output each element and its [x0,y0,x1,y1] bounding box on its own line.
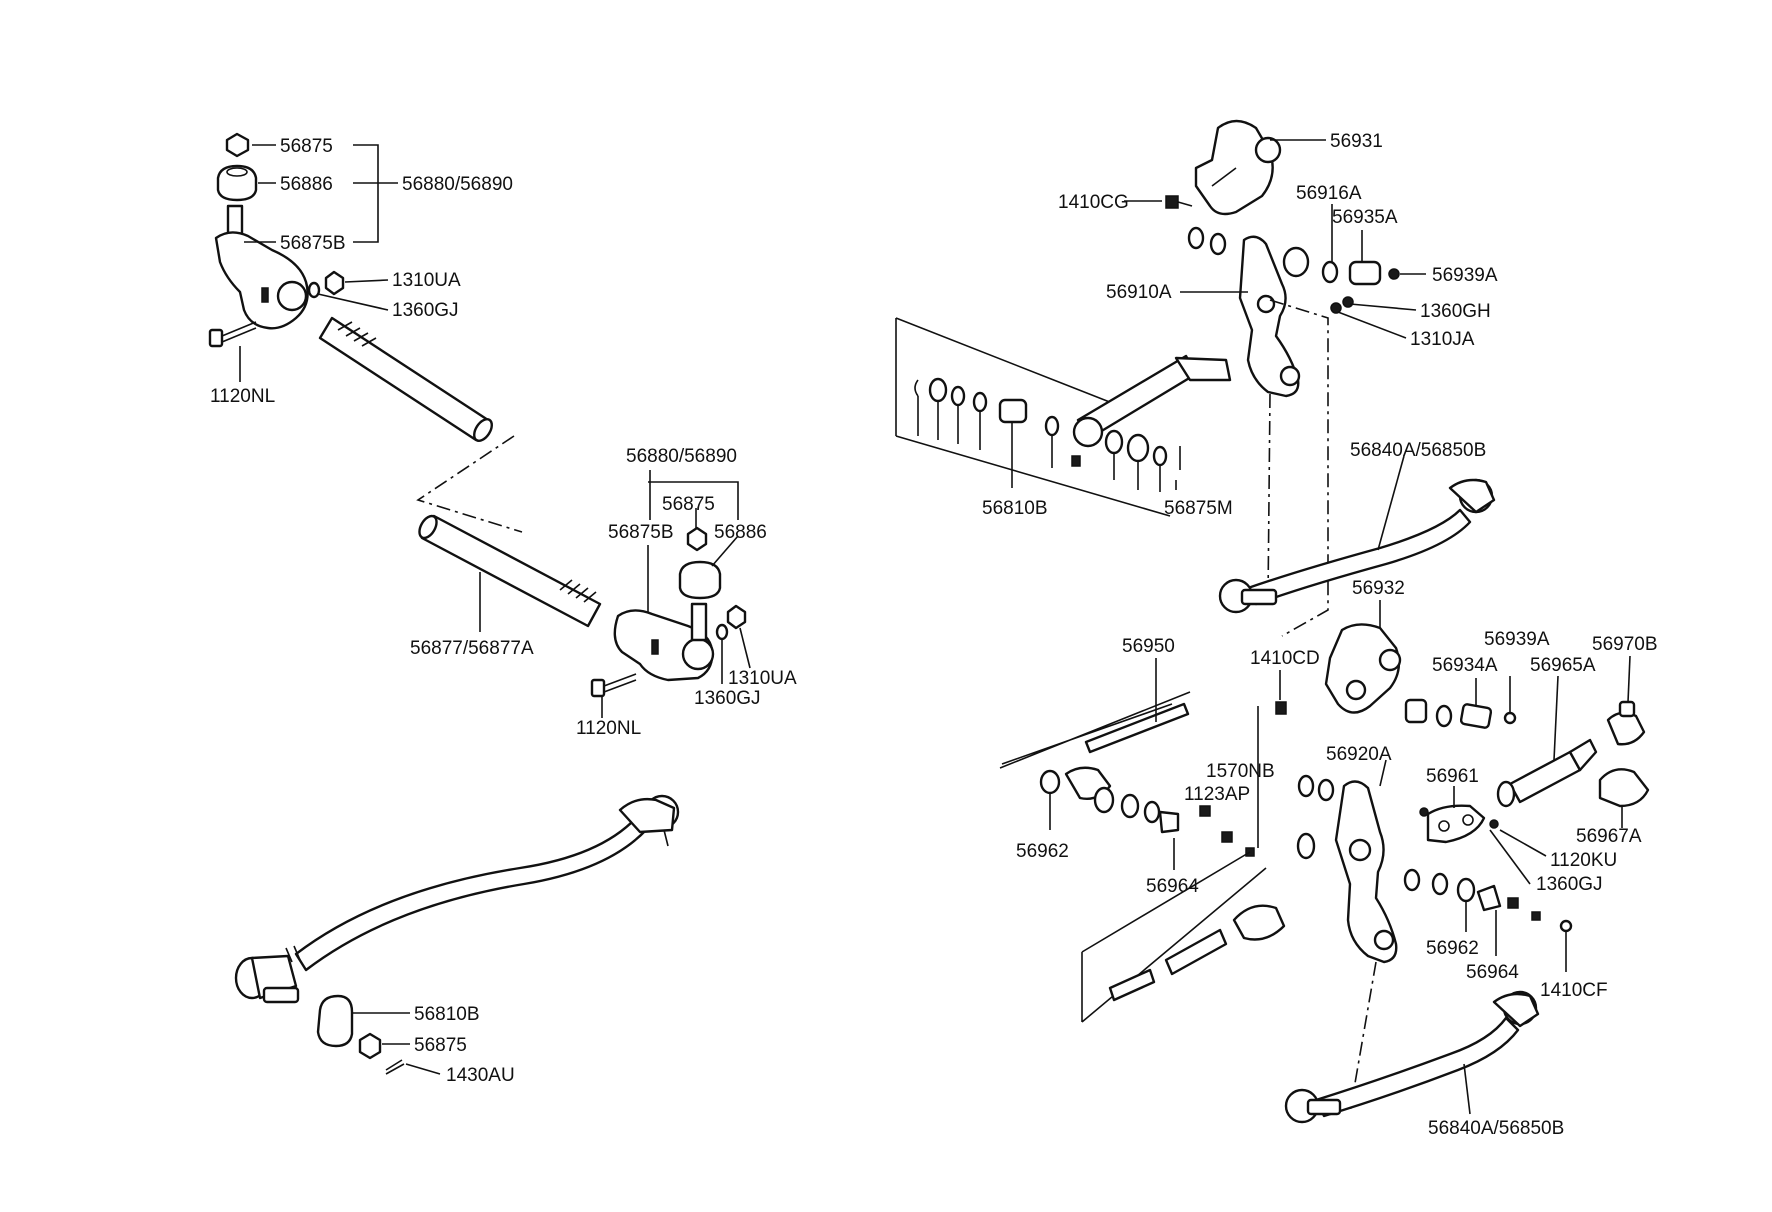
label-56910a: 56910A [1106,282,1172,303]
label-56810b-right: 56810B [982,498,1048,519]
label-1360gj-right: 1360GJ [1536,874,1603,895]
label-1430au: 1430AU [446,1065,515,1086]
label-1310ja: 1310JA [1410,329,1475,350]
label-1120nl-mid: 1120NL [576,718,641,739]
label-56970b: 56970B [1592,634,1658,655]
label-56935a: 56935A [1332,207,1398,228]
label-56875-top: 56875 [280,136,333,157]
label-56875-mid: 56875 [662,494,715,515]
label-56875b-top: 56875B [280,233,346,254]
label-1360gh: 1360GH [1420,301,1491,322]
label-56875b-mid: 56875B [608,522,674,543]
label-56961: 56961 [1426,766,1479,787]
label-1310ua-top: 1310UA [392,270,461,291]
label-1120ku: 1120KU [1550,850,1617,871]
label-56962-right: 56962 [1426,938,1479,959]
label-1410cd: 1410CD [1250,648,1320,669]
top-right-idler-arm-assembly: 56931 1410CG 56916A 56935A 56939A 56910A… [895,119,1498,637]
label-56840a-56850b-top: 56840A/56850B [1350,440,1486,461]
label-56950: 56950 [1122,636,1175,657]
label-56875m: 56875M [1164,498,1233,519]
label-1410cg: 1410CG [1058,192,1129,213]
label-1360gj-top: 1360GJ [392,300,459,321]
label-56934a: 56934A [1432,655,1498,676]
label-1123ap: 1123AP [1184,784,1250,805]
label-56875-bottom: 56875 [414,1035,467,1056]
label-1410cf: 1410CF [1540,980,1608,1001]
label-1570nb: 1570NB [1206,761,1275,782]
label-56920a: 56920A [1326,744,1392,765]
label-56964-left: 56964 [1146,876,1199,897]
label-1360gj-mid: 1360GJ [694,688,761,709]
label-56964-right: 56964 [1466,962,1519,983]
label-56939a-top: 56939A [1432,265,1498,286]
label-56962-left: 56962 [1016,841,1069,862]
label-56840a-56850b-bottom: 56840A/56850B [1428,1118,1564,1139]
label-56931: 56931 [1330,131,1383,152]
bottom-right-idler-assembly: 56932 56950 1410CD 56939A 56970B 56934A … [999,578,1658,1139]
label-1310ua-mid: 1310UA [728,668,797,689]
label-56877-56877a: 56877/56877A [410,638,534,659]
label-56880-56890-mid: 56880/56890 [626,446,737,467]
label-56886-top: 56886 [280,174,333,195]
label-56916a: 56916A [1296,183,1362,204]
top-left-tie-rod-end-assembly: 56875 56886 56880/56890 56875B 1310UA 13… [208,132,523,533]
label-56880-56890-top: 56880/56890 [402,174,513,195]
label-56886-mid: 56886 [714,522,767,543]
label-56967a: 56967A [1576,826,1642,847]
label-1120nl-top: 1120NL [210,386,275,407]
bottom-left-drag-link: 56810B 56875 1430AU [234,794,680,1086]
label-56965a: 56965A [1530,655,1596,676]
label-56932: 56932 [1352,578,1405,599]
middle-tie-rod-assembly: 56880/56890 56875 56875B 56886 56877/568… [410,446,797,739]
label-56939a-bottom: 56939A [1484,629,1550,650]
label-56810b-bottom: 56810B [414,1004,480,1025]
